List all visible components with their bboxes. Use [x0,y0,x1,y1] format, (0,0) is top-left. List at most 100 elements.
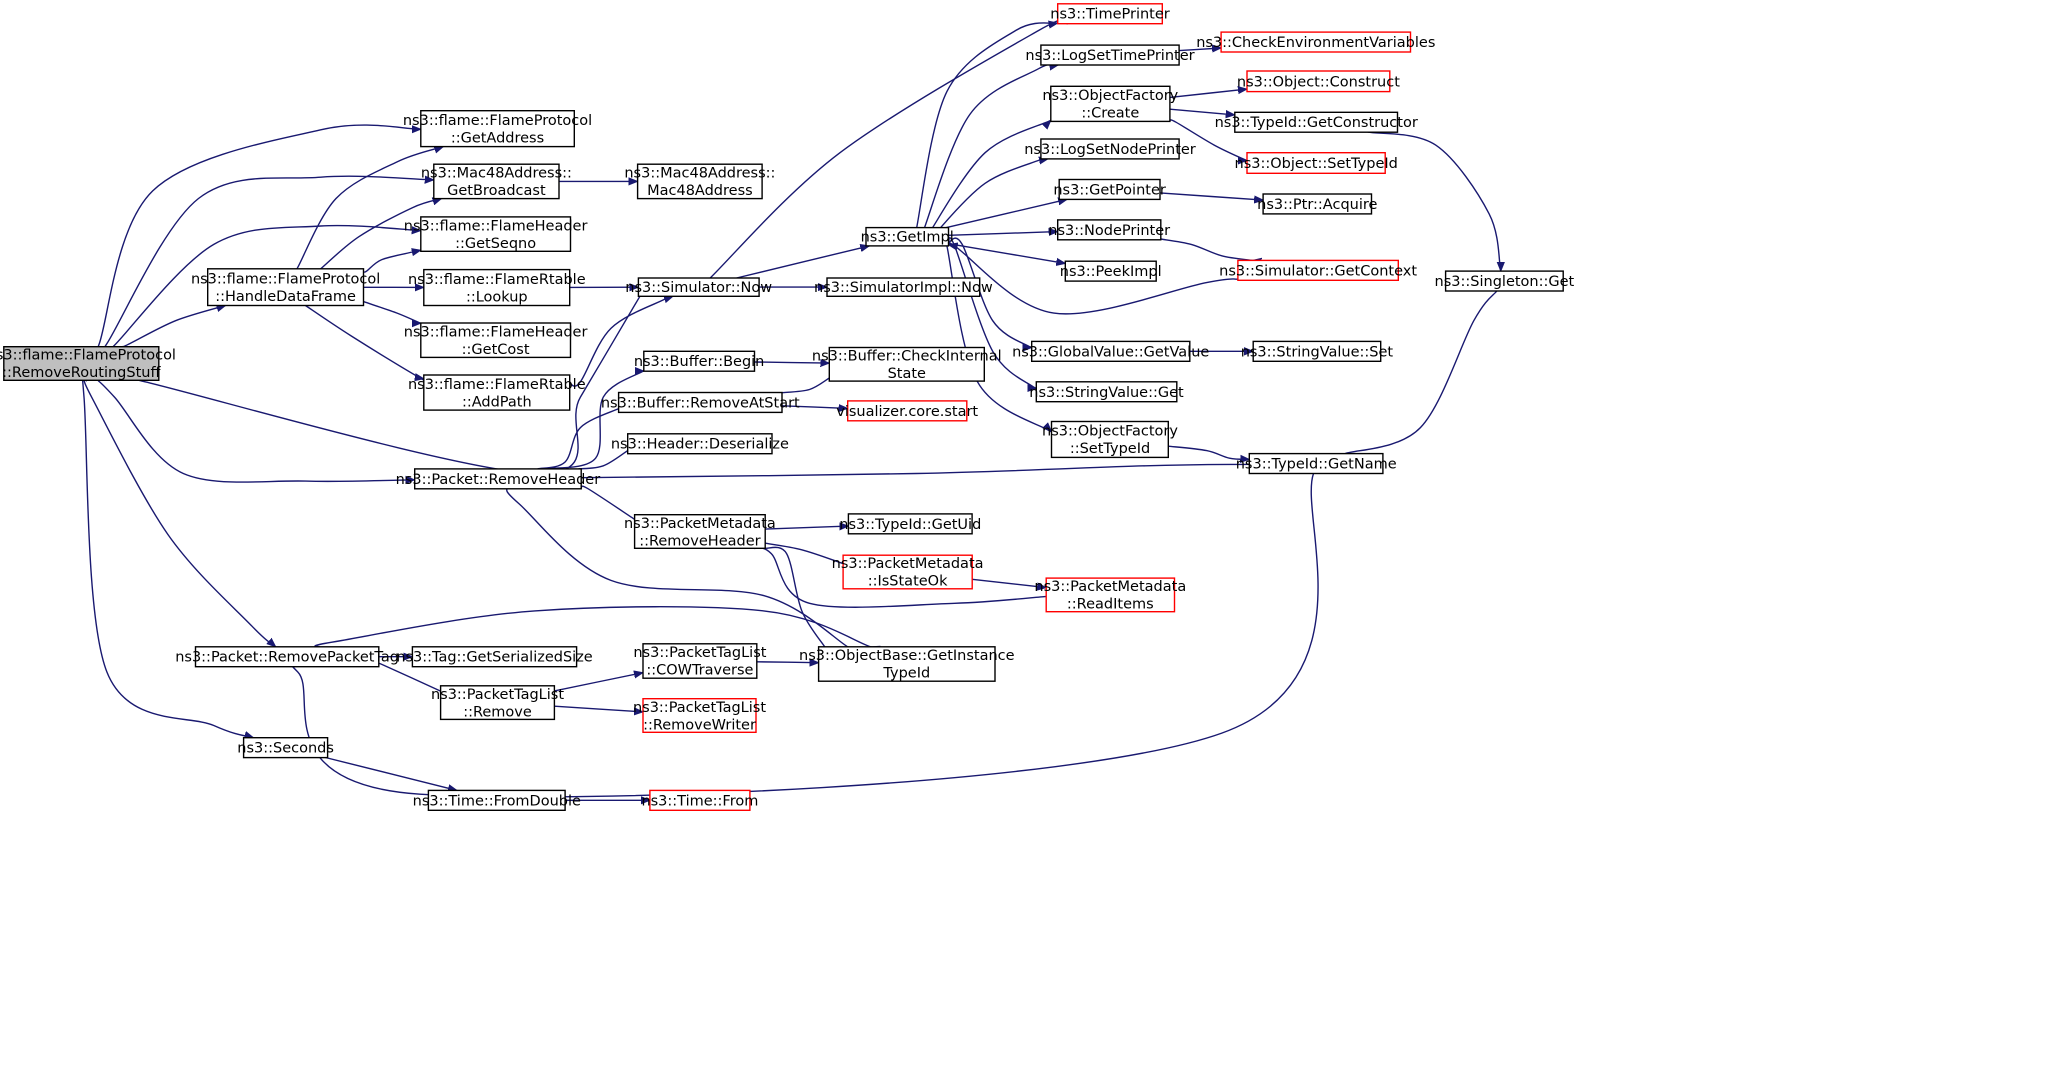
node-objfactcreate[interactable]: ns3::ObjectFactory::Create [1042,85,1179,123]
node-logsettimeprinter[interactable]: ns3::LogSetTimePrinter [1025,44,1195,66]
node-cowtraverse[interactable]: ns3::PacketTagList::COWTraverse [633,643,767,679]
node-checkenv[interactable]: ns3::CheckEnvironmentVariables [1196,31,1435,53]
node-getpointer[interactable]: ns3::GetPointer [1053,178,1166,201]
node-label: ns3::Buffer::Begin [634,354,765,370]
node-removepackettag[interactable]: ns3::Packet::RemovePacketTag [175,646,399,668]
node-packetremoveheader[interactable]: ns3::Packet::RemoveHeader [396,468,601,490]
node-fromdouble[interactable]: ns3::Time::FromDouble [413,789,581,812]
node-label: ns3::flame::FlameRtable [408,272,586,288]
node-simnow[interactable]: ns3::Simulator::Now [625,277,772,297]
node-box [1444,270,1564,292]
node-box [627,433,773,455]
node-getbroadcast[interactable]: ns3::Mac48Address::GetBroadcast [421,163,572,200]
node-box [420,216,572,252]
node-box [1248,452,1384,475]
node-label: ns3::PacketMetadata [624,516,776,532]
node-handledataframe[interactable]: ns3::flame::FlameProtocol::HandleDataFra… [191,268,380,307]
node-pmreaditems[interactable]: ns3::PacketMetadata::ReadItems [1034,577,1186,613]
node-timefrom[interactable]: ns3::Time::From [641,789,758,812]
node-label: ns3::flame::FlameHeader [404,218,588,234]
node-settypeid[interactable]: ns3::Object::SetTypeId [1235,151,1398,174]
node-box [649,789,751,812]
node-box [828,346,985,382]
node-getseqno[interactable]: ns3::flame::FlameHeader::GetSeqno [404,216,588,252]
edge-addpath-to-simnow [569,296,673,387]
node-mac48address[interactable]: ns3::Mac48Address::Mac48Address [624,163,775,200]
node-removewriter[interactable]: ns3::PacketTagList::RemoveWriter [633,698,766,734]
node-box [847,513,973,535]
node-singletonget[interactable]: ns3::Singleton::Get [1435,270,1575,292]
node-typeidgetuid[interactable]: ns3::TypeId::GetUid [839,513,981,535]
node-objconstruct[interactable]: ns3::Object::Construct [1237,70,1400,93]
node-getcost[interactable]: ns3::flame::FlameHeader::GetCost [404,322,588,359]
node-globalgetvalue[interactable]: ns3::GlobalValue::GetValue [1012,340,1209,362]
node-label: ::SetTypeId [1070,441,1150,457]
node-ptlremove[interactable]: ns3::PacketTagList::Remove [431,685,564,721]
node-nodeprinter[interactable]: ns3::NodePrinter [1048,219,1170,241]
node-seconds[interactable]: ns3::Seconds [237,737,334,759]
node-label: ns3::ObjectBase::GetInstance [799,648,1015,664]
edge-root-to-packetremoveheader [97,379,415,482]
node-label: ns3::PacketMetadata [1034,579,1186,595]
node-removeatstart[interactable]: ns3::Buffer::RemoveAtStart [601,391,800,414]
edge-root-to-handledataframe [122,306,225,348]
node-getimpl[interactable]: ns3::GetImpl [861,226,954,247]
node-label: ns3::Simulator::GetContext [1219,263,1417,279]
node-typeidgetname[interactable]: ns3::TypeId::GetName [1236,452,1397,475]
node-label: ns3::StringValue::Get [1029,385,1184,401]
node-vizstart[interactable]: visualizer.core.start [836,400,978,422]
node-box [642,643,758,679]
node-simimplnow[interactable]: ns3::SimulatorImpl::Now [814,277,993,297]
node-root: ns3::flame::FlameProtocol::RemoveRouting… [0,346,176,381]
edge-pmremoveheader-to-getinstancetypeid [765,546,826,649]
node-taggetserializedsize[interactable]: ns3::Tag::GetSerializedSize [396,646,593,668]
node-headerdeserialize[interactable]: ns3::Header::Deserialize [611,433,789,455]
node-bufferbegin[interactable]: ns3::Buffer::Begin [634,350,765,372]
node-label: ns3::Packet::RemovePacketTag [175,650,399,666]
node-box [842,554,973,590]
node-label: ns3::Packet::RemoveHeader [396,472,601,488]
node-ptracquire[interactable]: ns3::Ptr::Acquire [1257,193,1378,215]
edge-simnow-to-getimpl [736,246,870,279]
node-box [194,646,380,668]
node-box [242,737,329,759]
node-label: ns3::Ptr::Acquire [1257,197,1377,213]
edge-ptlremove-to-removewriter [554,705,643,712]
node-addpath[interactable]: ns3::flame::FlameRtable::AddPath [408,374,586,411]
node-label: GetBroadcast [447,183,546,199]
node-getconstructor[interactable]: ns3::TypeId::GetConstructor [1215,111,1418,133]
edge-packetremoveheader-to-removeatstart [537,407,622,470]
node-label: ns3::Mac48Address:: [421,166,572,182]
node-getaddress[interactable]: ns3::flame::FlameProtocol::GetAddress [403,109,592,148]
node-logsetnodeprinter[interactable]: ns3::LogSetNodePrinter [1024,138,1196,160]
node-label: TypeId [882,666,930,682]
node-pmisstateok[interactable]: ns3::PacketMetadata::IsStateOk [832,554,984,590]
node-box [439,685,556,721]
node-objfactsettypeid[interactable]: ns3::ObjectFactory::SetTypeId [1042,420,1178,459]
node-label: ns3::CheckEnvironmentVariables [1196,35,1435,51]
edge-handledataframe-to-getcost [360,300,423,324]
node-peekimpl[interactable]: ns3::PeekImpl [1060,260,1162,282]
node-stringvalueget[interactable]: ns3::StringValue::Get [1029,381,1184,403]
node-label: ::RemoveHeader [639,533,760,549]
node-label: ns3::PacketTagList [633,645,766,661]
node-timeprinter[interactable]: ns3::TimePrinter [1050,3,1170,25]
node-label: ::Create [1081,106,1139,122]
edge-handledataframe-to-getseqno [363,250,421,273]
edge-logsettimeprinter-to-checkenv [1179,48,1221,51]
node-label: ::GetSeqno [455,236,536,252]
node-box [1050,420,1170,459]
node-label: ns3::flame::FlameRtable [408,377,586,393]
node-getcontext[interactable]: ns3::Simulator::GetContext [1219,259,1417,281]
node-label: ::AddPath [462,394,532,410]
node-box [637,277,760,297]
node-lookup[interactable]: ns3::flame::FlameRtable::Lookup [408,268,586,307]
node-stringvalueset[interactable]: ns3::StringValue::Set [1241,340,1394,362]
edge-timeprinter-to-simnow [700,18,1068,288]
node-label: ::GetCost [462,342,530,358]
node-pmremoveheader[interactable]: ns3::PacketMetadata::RemoveHeader [624,514,776,550]
node-label: ns3::TypeId::GetConstructor [1215,115,1418,131]
node-label: ns3::Buffer::CheckInternal [812,349,1002,365]
